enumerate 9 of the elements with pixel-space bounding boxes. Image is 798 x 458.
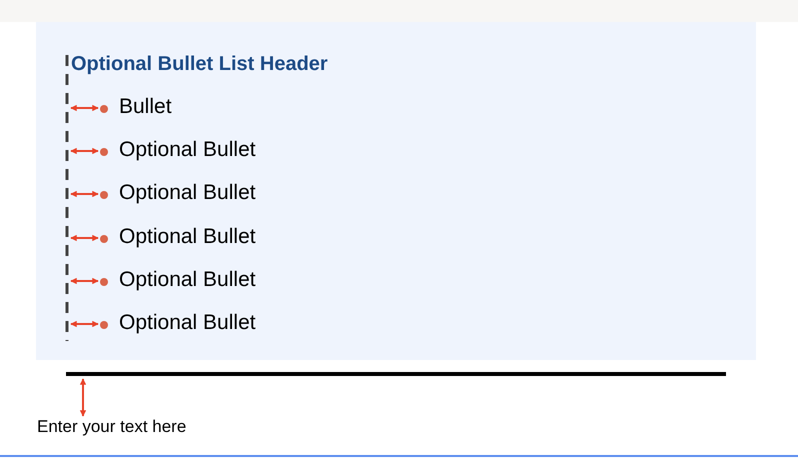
bullet-text: Optional Bullet <box>119 137 256 164</box>
bullet-text: Optional Bullet <box>119 310 256 336</box>
bullet-text: Optional Bullet <box>119 180 256 206</box>
list-header: Optional Bullet List Header <box>71 52 328 76</box>
bullet-text: Optional Bullet <box>119 266 256 293</box>
bullet-text: Bullet <box>119 94 172 120</box>
body-text: Enter your text here <box>37 416 186 438</box>
bullet-text: Optional Bullet <box>119 224 256 250</box>
content-panel <box>36 22 756 360</box>
